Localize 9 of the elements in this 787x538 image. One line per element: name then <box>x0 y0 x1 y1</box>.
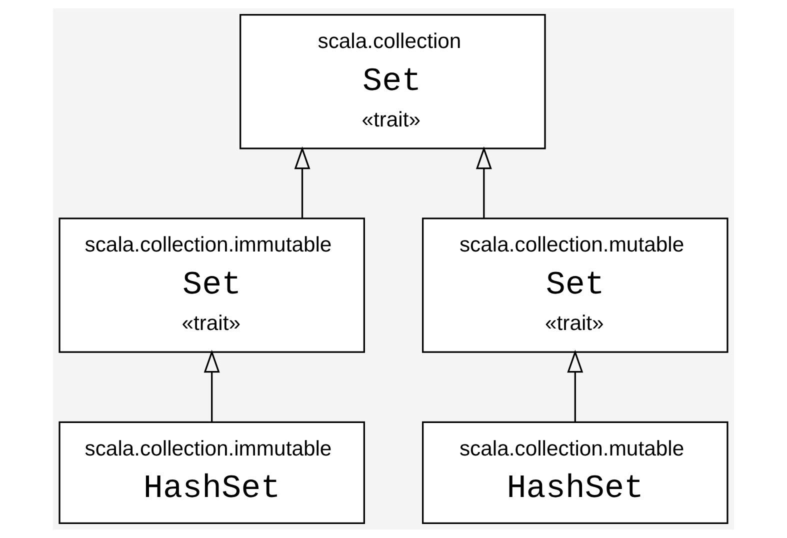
arrow <box>567 350 584 422</box>
node-box: scala.collection.mutable HashSet <box>422 421 728 524</box>
node-box: scala.collection.mutable Set «trait» <box>422 218 728 353</box>
arrow <box>204 350 220 422</box>
arrow <box>294 146 310 218</box>
node-box: scala.collection.immutable HashSet <box>58 421 365 524</box>
node-box: scala.collection.immutable Set «trait» <box>58 218 365 353</box>
arrow <box>476 146 492 218</box>
node-box: scala.collection Set «trait» <box>240 14 546 150</box>
